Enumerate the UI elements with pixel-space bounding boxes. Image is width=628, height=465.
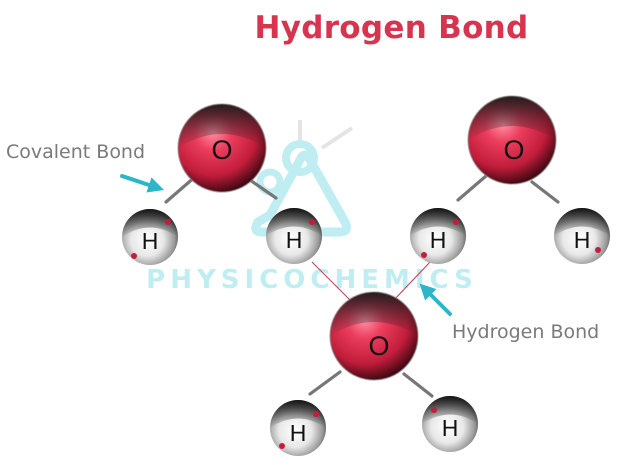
oxygen-atom: O xyxy=(329,291,419,381)
covalent-bond-arrow xyxy=(120,174,165,193)
arrows xyxy=(120,174,452,316)
bond-m1-right xyxy=(248,178,278,200)
molecule-3: O H H xyxy=(270,291,478,456)
page-title: Hydrogen Bond xyxy=(254,10,529,46)
molecule-1: O H H xyxy=(122,103,322,265)
hydrogen-atom-left: H xyxy=(270,400,326,456)
hydrogen-label: H xyxy=(142,228,159,254)
oxygen-atom: O xyxy=(467,95,557,185)
oxygen-atom: O xyxy=(177,103,267,193)
bond-m2-right xyxy=(530,180,560,204)
watermark-text: PHYSICOCHEMICS xyxy=(146,265,478,295)
hydrogen-label: H xyxy=(286,227,303,253)
watermark-logo: PHYSICOCHEMICS xyxy=(146,120,478,295)
molecule-2: O H H xyxy=(410,95,610,264)
oxygen-label: O xyxy=(368,331,389,361)
covalent-bonds xyxy=(164,174,560,398)
oxygen-label: O xyxy=(211,135,232,165)
bond-m1-left xyxy=(164,174,198,204)
hydrogen-label: H xyxy=(290,420,307,446)
hydrogen-label: H xyxy=(574,227,591,253)
hydrogen-bond-lines xyxy=(311,259,433,303)
covalent-bond-label: Covalent Bond xyxy=(6,141,146,163)
hydrogen-bond-label: Hydrogen Bond xyxy=(452,321,600,343)
hydrogen-label: H xyxy=(430,227,447,253)
hydrogen-atom-left: H xyxy=(410,208,466,264)
hydrogen-atom-right: H xyxy=(422,396,478,452)
hydrogen-atom-left: H xyxy=(122,209,178,265)
hbond-line-right xyxy=(391,259,433,303)
bond-m3-right xyxy=(402,372,434,398)
bond-m2-left xyxy=(456,174,488,202)
bond-m3-left xyxy=(308,370,342,396)
hydrogen-atom-right: H xyxy=(266,208,322,264)
hbond-line-left xyxy=(311,261,353,303)
oxygen-label: O xyxy=(503,135,524,165)
hydrogen-bond-arrow xyxy=(419,283,452,316)
hydrogen-atom-right: H xyxy=(554,208,610,264)
hydrogen-label: H xyxy=(442,415,459,441)
